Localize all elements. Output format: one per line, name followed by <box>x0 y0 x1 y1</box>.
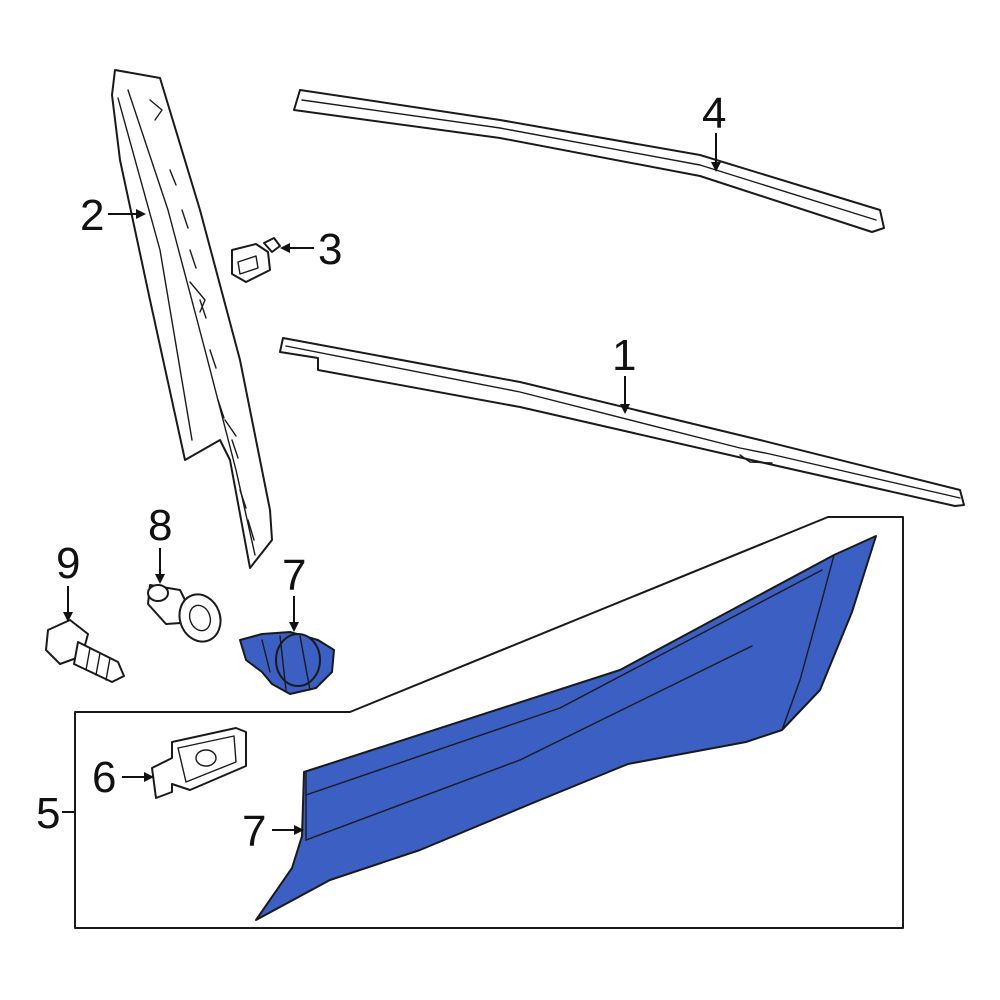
part-8-bushing <box>147 584 222 643</box>
part-3-clip <box>231 237 281 283</box>
callout-4: 4 <box>702 89 726 138</box>
part-6-nut-clip <box>151 727 247 799</box>
part-1-molding <box>279 337 965 507</box>
callout-2: 2 <box>80 191 104 240</box>
group-5-bracket <box>74 516 904 929</box>
callout-1: 1 <box>612 331 636 380</box>
part-2-pillar-applique <box>111 69 273 569</box>
callout-8: 8 <box>148 501 172 550</box>
callout-9: 9 <box>56 539 80 588</box>
part-5-door-molding-highlighted <box>255 535 877 921</box>
callout-7-top: 7 <box>282 551 306 600</box>
callout-5: 5 <box>36 789 60 838</box>
part-7-clip-highlighted <box>239 631 335 695</box>
callout-3: 3 <box>318 225 342 274</box>
part-4-molding <box>293 89 885 233</box>
part-9-bolt <box>45 619 125 683</box>
callout-6: 6 <box>92 753 116 802</box>
callout-7-bottom: 7 <box>242 807 266 856</box>
